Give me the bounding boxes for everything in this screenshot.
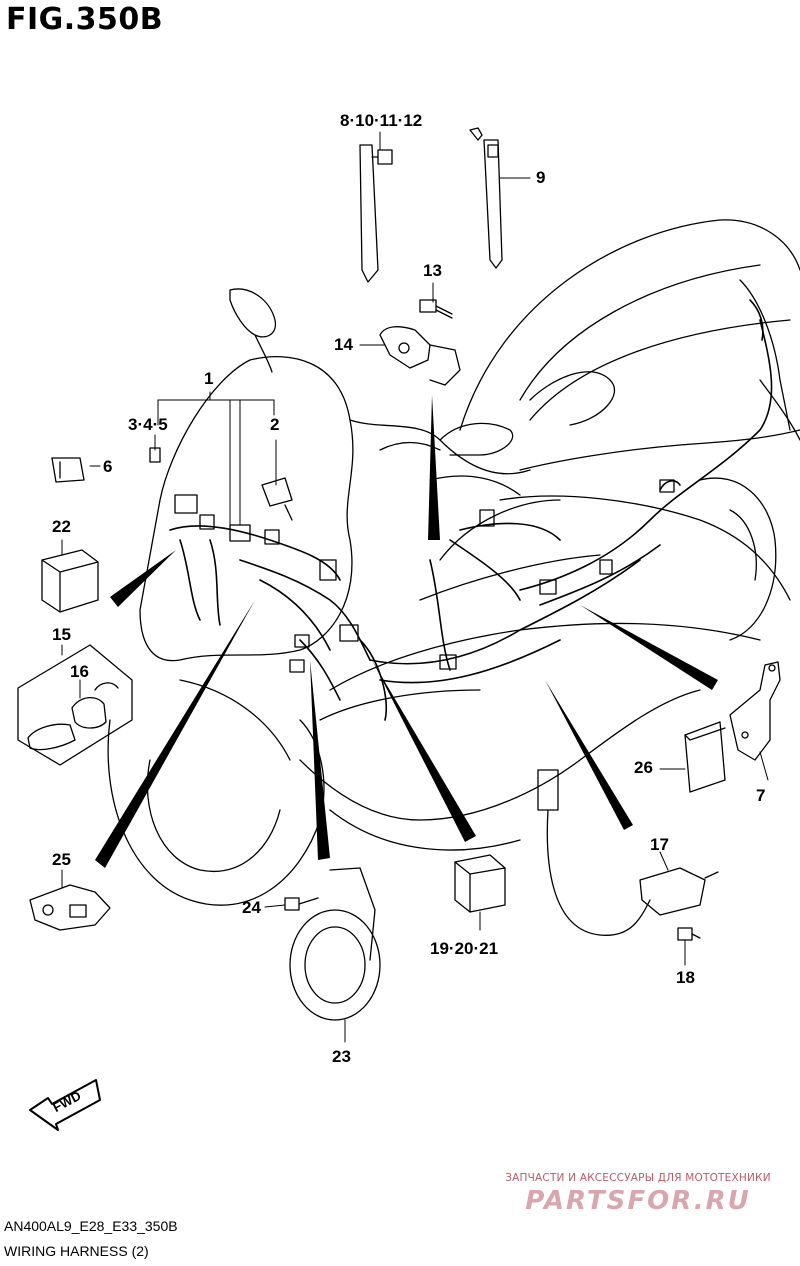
pad-part-26: [684, 721, 726, 793]
callout-8-10-11-12: 8·10·11·12: [340, 111, 423, 130]
leader-lines: [61, 131, 769, 1043]
socket-box-part-15: [17, 644, 133, 766]
callout-23: 23: [332, 1047, 351, 1066]
callout-22: 22: [52, 517, 71, 536]
callout-15: 15: [52, 625, 71, 644]
diagram-name: WIRING HARNESS (2): [4, 1243, 149, 1259]
bolt-part-24: [284, 897, 319, 911]
relay-part-22: [41, 549, 99, 613]
cable-tie-part-8: [359, 144, 393, 283]
callout-3-4-5: 3·4·5: [128, 415, 168, 434]
callout-13: 13: [423, 261, 442, 280]
bracket-part-7: [729, 661, 781, 761]
bolt-part-13: [419, 299, 453, 319]
cable-tie-part-9: [469, 127, 503, 269]
watermark-logo: PARTSFOR.RU: [525, 1186, 751, 1216]
callout-19-20-21: 19·20·21: [430, 939, 499, 958]
callout-26: 26: [634, 758, 653, 777]
callout-24: 24: [242, 898, 261, 917]
callout-16: 16: [70, 662, 89, 681]
callout-17: 17: [650, 835, 669, 854]
horn-part-23: [289, 867, 381, 1021]
callout-7: 7: [756, 786, 766, 805]
bolt-part-18: [677, 927, 701, 941]
relay-part-19: [454, 854, 506, 913]
callout-9: 9: [536, 168, 546, 187]
sensor-part-25: [29, 884, 111, 931]
watermark-tagline: ЗАПЧАСТИ И АКСЕССУАРЫ ДЛЯ МОТОТЕХНИКИ: [505, 1172, 771, 1184]
callout-25: 25: [52, 850, 71, 869]
callout-2: 2: [270, 415, 280, 434]
harness-connectors: [174, 479, 675, 673]
figure-title: FIG.350B: [6, 2, 164, 37]
callout-18: 18: [676, 968, 695, 987]
sensor-part-17: [537, 769, 719, 936]
diagram-code: AN400AL9_E28_E33_350B: [4, 1218, 178, 1234]
wiring-harness-wires: [169, 299, 773, 721]
callout-1: 1: [204, 369, 214, 388]
watermark: ЗАПЧАСТИ И АКСЕССУАРЫ ДЛЯ МОТОТЕХНИКИ PA…: [488, 1172, 788, 1216]
pointer-wedges: [95, 395, 718, 868]
fwd-arrow-icon: [29, 1079, 101, 1131]
callout-14: 14: [334, 335, 353, 354]
connector-part-6: [51, 457, 85, 483]
scooter-body-outline: [107, 219, 800, 906]
resistor-part-2: [261, 477, 293, 521]
callout-6: 6: [103, 457, 113, 476]
clamp-part-14: [379, 326, 461, 386]
